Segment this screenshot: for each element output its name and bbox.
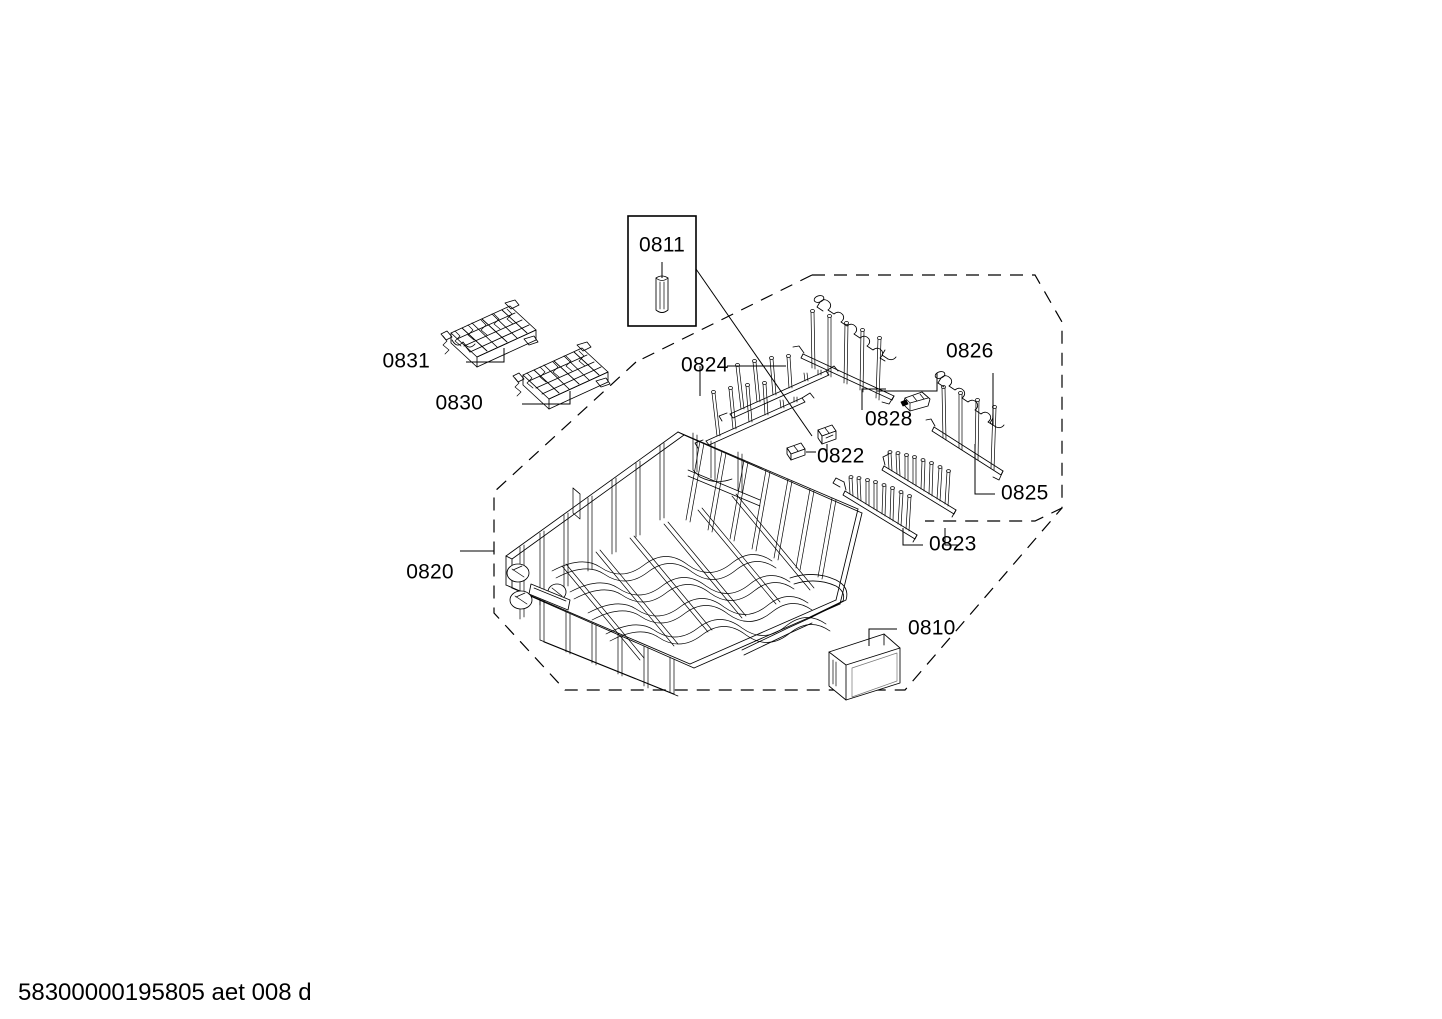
part-label-0831: 0831 [382,350,430,373]
part-0811-pin [655,275,669,313]
part-label-0810: 0810 [908,617,956,640]
part-0823-rack-lower [832,475,918,543]
leader-0811 [695,268,813,437]
part-0825-tine-rack [925,371,1005,481]
part-label-0823: 0823 [929,533,977,556]
leader-0825 [974,444,995,495]
part-0822-clip-upper [817,424,837,445]
leader-0831 [466,348,505,363]
leader-0810 [868,628,897,646]
part-label-0811: 0811 [639,234,685,257]
leader-0824 [699,365,786,396]
part-0824-tine-row-lower [694,381,815,449]
leader-0828 [861,388,886,410]
part-label-0826: 0826 [946,340,994,363]
part-label-0822: 0822 [817,445,865,468]
group-boundary-accessories [635,274,1063,522]
part-0823-rack-upper [881,450,957,518]
part-0826-tine-rack [792,295,897,405]
callout-box-0811 [627,215,697,327]
part-0822-clip-lower [786,442,806,461]
part-label-0820: 0820 [406,561,454,584]
part-0828-clip [900,391,931,412]
leader-0830 [522,391,571,405]
part-label-0828: 0828 [865,408,913,431]
part-label-0830: 0830 [435,392,483,415]
footer-document-code: 58300000195805 aet 008 d [18,979,312,1006]
leader-0822 [806,444,828,453]
leader-0826 [877,373,994,425]
part-label-0824: 0824 [681,354,729,377]
group-boundary-basket [493,361,1063,691]
part-0831-plate-rack [440,299,539,368]
part-0810-tray [828,633,901,701]
leader-0823 [902,528,958,546]
part-0820-basket [505,431,863,697]
basket-rollers [506,563,571,611]
part-label-0825: 0825 [1001,482,1049,505]
